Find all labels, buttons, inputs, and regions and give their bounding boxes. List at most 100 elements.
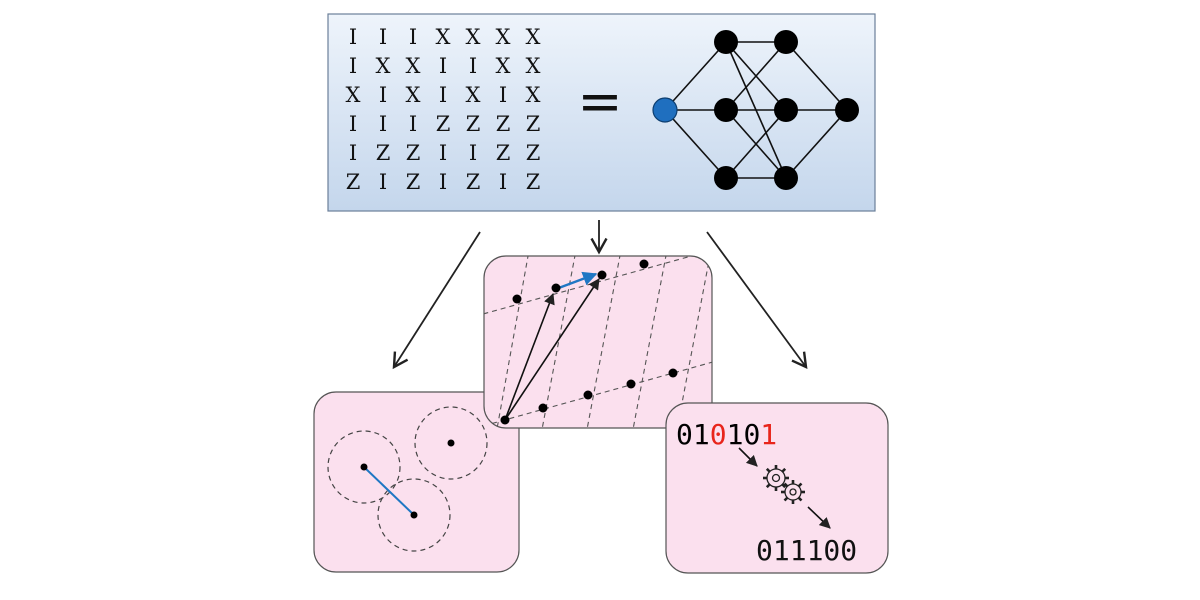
graph-node-highlighted xyxy=(652,97,678,123)
lattice-point xyxy=(538,403,548,413)
input-bit: 1 xyxy=(727,418,744,451)
gear-tooth xyxy=(781,467,787,473)
matrix-entry: X xyxy=(526,83,541,107)
matrix-entry: Z xyxy=(466,170,481,194)
matrix-entry: I xyxy=(469,141,477,165)
decode-arrow xyxy=(807,506,831,529)
matrix-entry: I xyxy=(349,141,357,165)
matrix-entry: I xyxy=(439,141,447,165)
graph-node xyxy=(714,30,738,54)
input-bit: 1 xyxy=(760,418,777,451)
lattice-point xyxy=(583,390,593,400)
matrix-entry: I xyxy=(439,54,447,78)
matrix-entry: I xyxy=(439,83,447,107)
lattice-line xyxy=(584,256,623,428)
matrix-entry: X xyxy=(466,25,481,49)
matrix-entry: Z xyxy=(526,141,541,165)
gear-tooth xyxy=(797,482,803,488)
equals-sign: = xyxy=(577,70,622,133)
matrix-entry: I xyxy=(499,83,507,107)
matrix-entry: Z xyxy=(436,112,451,136)
matrix-entry: I xyxy=(349,112,357,136)
lattice-line xyxy=(484,256,712,327)
classical-code-panel: 010101 011100 xyxy=(665,402,889,574)
matrix-entry: Z xyxy=(346,170,361,194)
matrix-entry: I xyxy=(409,25,417,49)
matrix-entry: I xyxy=(349,54,357,78)
lattice-line xyxy=(630,256,669,428)
matrix-entry: I xyxy=(379,83,387,107)
encode-arrow xyxy=(738,447,758,467)
gear-tooth xyxy=(783,482,789,488)
graph-node xyxy=(714,98,738,122)
matrix-entry: X xyxy=(376,54,391,78)
packing-circle xyxy=(414,406,488,480)
gear-tooth xyxy=(797,496,803,502)
gear-tooth xyxy=(783,496,789,502)
min-distance-segment xyxy=(363,466,415,516)
sphere-packing-panel xyxy=(313,391,520,573)
lattice-panel xyxy=(483,255,713,429)
graph-nodes xyxy=(652,30,859,190)
matrix-entry: Z xyxy=(526,112,541,136)
shortest-vector xyxy=(555,271,598,291)
matrix-entry: I xyxy=(379,170,387,194)
matrix-entry: Z xyxy=(526,170,541,194)
matrix-entry: I xyxy=(439,170,447,194)
matrix-entry: X xyxy=(526,25,541,49)
packing-circle xyxy=(327,430,401,504)
packing-circle xyxy=(377,478,451,552)
matrix-entry: X xyxy=(526,54,541,78)
matrix-entry: Z xyxy=(466,112,481,136)
input-bitstring: 010101 xyxy=(676,418,777,451)
matrix-entry: I xyxy=(499,170,507,194)
lattice-line xyxy=(494,256,531,428)
input-bit: 0 xyxy=(676,418,693,451)
basis-vector xyxy=(504,292,555,421)
matrix-entry: Z xyxy=(496,141,511,165)
matrix-entry: Z xyxy=(496,112,511,136)
output-bitstring: 011100 xyxy=(756,534,857,567)
lattice-point xyxy=(626,379,636,389)
input-bit: 0 xyxy=(710,418,727,451)
packing-center xyxy=(410,511,418,519)
gear-tooth xyxy=(765,483,771,489)
input-bit: 0 xyxy=(743,418,760,451)
packing-center xyxy=(360,463,368,471)
basis-vector xyxy=(504,278,600,421)
arrow-to-classical-code xyxy=(706,231,808,369)
matrix-entry: I xyxy=(379,25,387,49)
connector-arrows xyxy=(392,220,808,370)
lattice-point xyxy=(500,415,510,425)
lattice-point xyxy=(668,368,678,378)
graph-node xyxy=(835,98,859,122)
matrix-entry: Z xyxy=(376,141,391,165)
graph-node xyxy=(714,166,738,190)
lattice-point xyxy=(639,259,649,269)
matrix-entry: I xyxy=(469,54,477,78)
graph-node xyxy=(774,166,798,190)
matrix-entry: X xyxy=(466,83,481,107)
lattice-point xyxy=(597,270,607,280)
packing-center xyxy=(447,439,455,447)
matrix-entry: Z xyxy=(406,141,421,165)
matrix-entry: Z xyxy=(406,170,421,194)
matrix-entry: X xyxy=(496,25,511,49)
matrix-entry: I xyxy=(379,112,387,136)
matrix-entry: X xyxy=(346,83,361,107)
matrix-entry: X xyxy=(406,83,421,107)
matrix-entry: X xyxy=(406,54,421,78)
arrow-to-sphere-packing xyxy=(392,231,481,370)
lattice-point xyxy=(551,283,561,293)
gears-icon xyxy=(763,465,805,504)
lattice-point xyxy=(512,294,522,304)
input-bit: 1 xyxy=(693,418,710,451)
gear-tooth xyxy=(765,467,771,473)
graph-node xyxy=(774,30,798,54)
gear-tooth xyxy=(781,483,787,489)
matrix-entry: I xyxy=(349,25,357,49)
matrix-entry: X xyxy=(496,54,511,78)
